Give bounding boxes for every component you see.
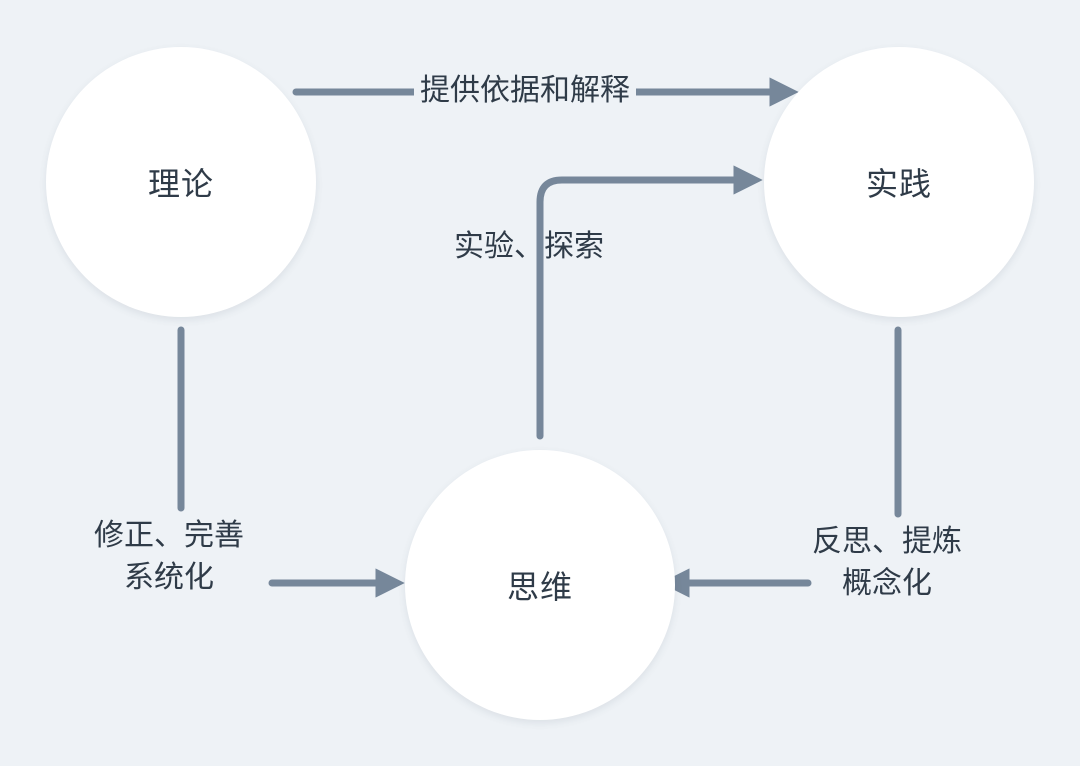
edge-label-theory-to-practice: 提供依据和解释 <box>414 70 636 112</box>
node-thinking-label: 思维 <box>506 568 573 606</box>
node-thinking: 思维 <box>405 450 675 720</box>
edge-label-line-1: 修正、完善 <box>94 518 244 553</box>
edge-label-thinking-to-practice: 实验、探索 <box>454 226 604 268</box>
edge-thinking-to-practice-line <box>536 165 763 440</box>
node-theory: 理论 <box>46 47 316 317</box>
node-practice: 实践 <box>764 47 1034 317</box>
edge-label-theory-to-thinking: 修正、完善 系统化 <box>94 515 244 599</box>
edge-label-practice-to-thinking: 反思、提炼 概念化 <box>812 521 962 605</box>
edge-label-text: 提供依据和解释 <box>420 73 630 108</box>
edge-label-line-1: 反思、提炼 <box>812 524 962 559</box>
node-practice-label: 实践 <box>865 165 932 203</box>
node-theory-label: 理论 <box>147 165 214 203</box>
edge-label-line-2: 系统化 <box>124 560 214 595</box>
edge-label-line-2: 概念化 <box>842 566 932 601</box>
edge-label-text: 实验、探索 <box>454 229 604 264</box>
